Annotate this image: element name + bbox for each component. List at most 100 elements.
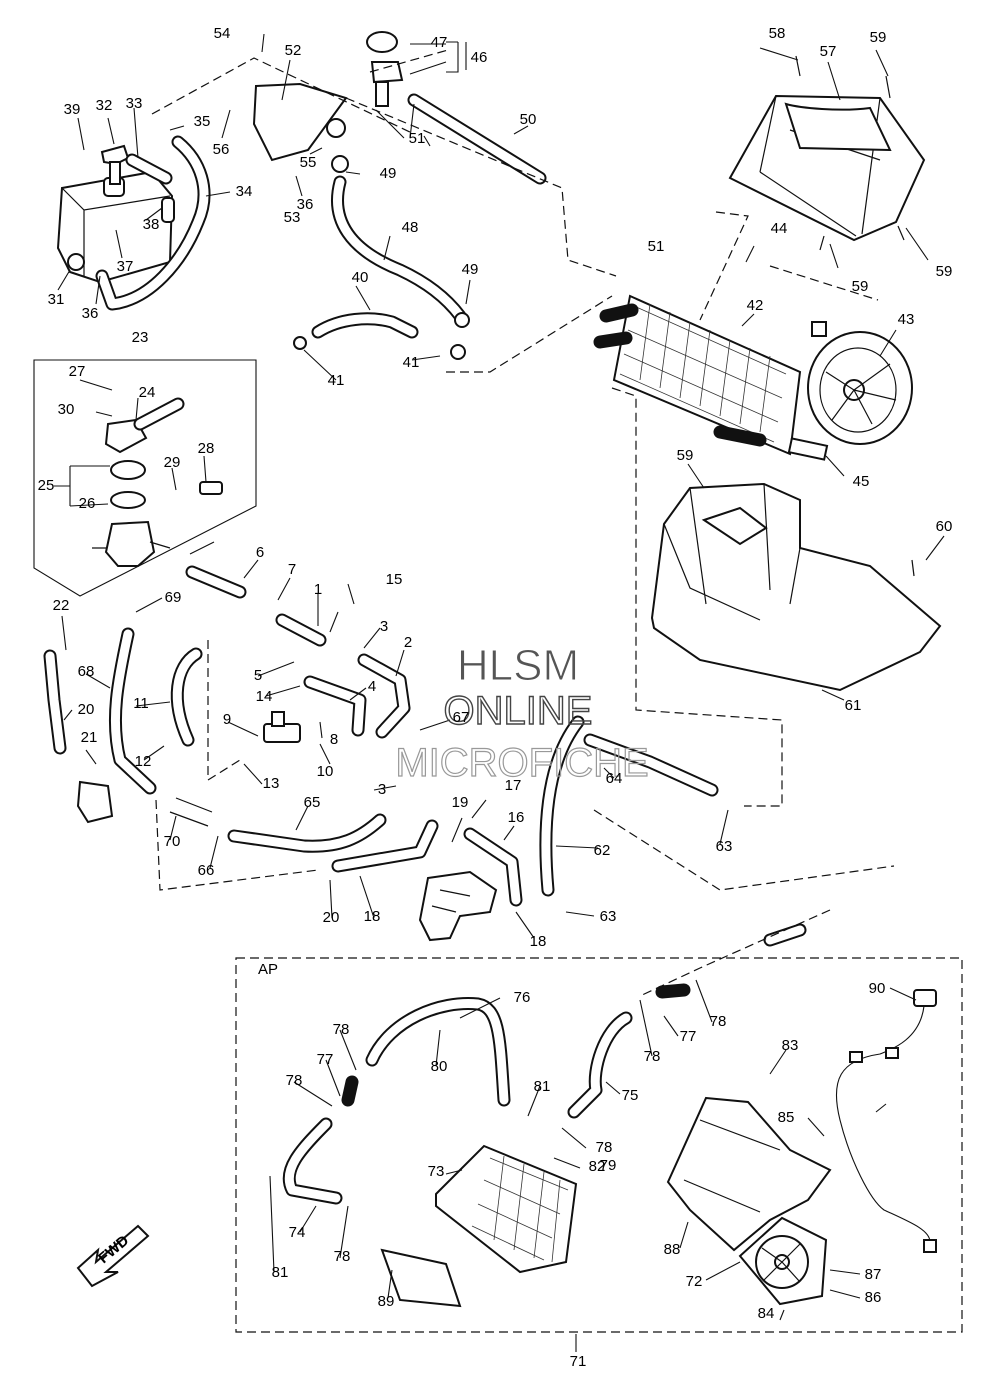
part-callout-30: 30 [58, 401, 75, 418]
part-callout-86: 86 [865, 1289, 882, 1306]
part-callout-23: 23 [132, 329, 149, 346]
part-callout-16: 16 [508, 809, 525, 826]
part-callout-78: 78 [710, 1013, 727, 1030]
part-callout-15: 15 [386, 571, 403, 588]
air-shroud [728, 94, 926, 242]
part-callout-20: 20 [323, 909, 340, 926]
part-callout-17: 17 [505, 777, 522, 794]
part-callout-79: 79 [600, 1157, 617, 1174]
part-callout-67: 67 [453, 709, 470, 726]
part-callout-38: 38 [143, 216, 160, 233]
watermark-line3: MICROFICHE [395, 741, 648, 785]
part-callout-59: 59 [936, 263, 953, 280]
fan-switch-harness [835, 989, 937, 1253]
part-callout-2: 2 [404, 634, 412, 651]
part-callout-3: 3 [378, 781, 386, 798]
part-callout-88: 88 [664, 1241, 681, 1258]
part-callout-41: 41 [403, 354, 420, 371]
part-callout-71: 71 [570, 1353, 587, 1370]
watermark: HLSM ONLINE MICROFICHE [395, 641, 650, 786]
part-callout-42: 42 [747, 297, 764, 314]
part-callout-80: 80 [431, 1058, 448, 1075]
watermark-line1: HLSM [457, 641, 579, 690]
ap-radiator [435, 1144, 578, 1274]
part-callout-43: 43 [898, 311, 915, 328]
part-callout-73: 73 [428, 1163, 445, 1180]
part-callout-3: 3 [380, 618, 388, 635]
part-callout-78: 78 [333, 1021, 350, 1038]
part-callout-8: 8 [330, 731, 338, 748]
part-callout-47: 47 [431, 34, 448, 51]
part-callout-36: 36 [297, 196, 314, 213]
ap-fan [738, 1216, 828, 1306]
part-callout-78: 78 [286, 1072, 303, 1089]
part-callout-57: 57 [820, 43, 837, 60]
part-callout-18: 18 [530, 933, 547, 950]
part-callout-66: 66 [198, 862, 215, 879]
part-callout-45: 45 [853, 473, 870, 490]
part-callout-28: 28 [198, 440, 215, 457]
part-callout-64: 64 [606, 770, 623, 787]
part-callout-54: 54 [214, 25, 231, 42]
part-callout-18: 18 [364, 908, 381, 925]
part-callout-5: 5 [254, 667, 262, 684]
part-callout-83: 83 [782, 1037, 799, 1054]
part-callout-7: 7 [288, 561, 296, 578]
part-callout-69: 69 [165, 589, 182, 606]
part-callout-51: 51 [409, 130, 426, 147]
part-callout-63: 63 [600, 908, 617, 925]
ap-shroud [666, 1096, 832, 1252]
part-callout-34: 34 [236, 183, 253, 200]
part-callout-76: 76 [514, 989, 531, 1006]
part-callout-74: 74 [289, 1224, 306, 1241]
part-callout-77: 77 [680, 1028, 697, 1045]
part-callout-19: 19 [452, 794, 469, 811]
part-callout-84: 84 [758, 1305, 775, 1322]
part-callouts: 1233456789101112131415161718181920202122… [38, 25, 953, 1370]
part-callout-32: 32 [96, 97, 113, 114]
part-callout-60: 60 [936, 518, 953, 535]
part-callout-51: 51 [648, 238, 665, 255]
fwd-arrow: FWD [76, 1224, 150, 1288]
part-callout-13: 13 [263, 775, 280, 792]
part-callout-10: 10 [317, 763, 334, 780]
part-callout-9: 9 [223, 711, 231, 728]
part-callout-59: 59 [852, 278, 869, 295]
part-callout-63: 63 [716, 838, 733, 855]
part-callout-6: 6 [256, 544, 264, 561]
radiator-fan [807, 321, 913, 445]
part-callout-49: 49 [380, 165, 397, 182]
part-callout-87: 87 [865, 1266, 882, 1283]
part-callout-77: 77 [317, 1051, 334, 1068]
rivets-59 [795, 55, 905, 251]
part-callout-59: 59 [677, 447, 694, 464]
part-callout-78: 78 [644, 1048, 661, 1065]
part-callout-58: 58 [769, 25, 786, 42]
part-callout-55: 55 [300, 154, 317, 171]
part-callout-35: 35 [194, 113, 211, 130]
bypass-valve [263, 711, 301, 743]
part-callout-11: 11 [133, 695, 149, 712]
part-callout-61: 61 [845, 697, 862, 714]
part-callout-29: 29 [164, 454, 181, 471]
part-callout-24: 24 [139, 384, 156, 401]
part-callout-41: 41 [328, 372, 345, 389]
part-callout-78: 78 [334, 1248, 351, 1265]
part-callout-26: 26 [79, 495, 96, 512]
part-callout-70: 70 [164, 833, 181, 850]
part-callout-20: 20 [78, 701, 95, 718]
part-callout-36: 36 [82, 305, 99, 322]
part-callout-27: 27 [69, 363, 86, 380]
part-callout-4: 4 [368, 678, 376, 695]
lower-cover [650, 482, 942, 692]
water-pump [418, 870, 498, 942]
part-callout-14: 14 [256, 688, 273, 705]
part-callout-31: 31 [48, 291, 65, 308]
part-callout-22: 22 [53, 597, 70, 614]
part-callout-62: 62 [594, 842, 611, 859]
ap-inset-box [235, 957, 963, 1333]
ap-group-label: AP [258, 961, 278, 978]
part-callout-37: 37 [117, 258, 134, 275]
